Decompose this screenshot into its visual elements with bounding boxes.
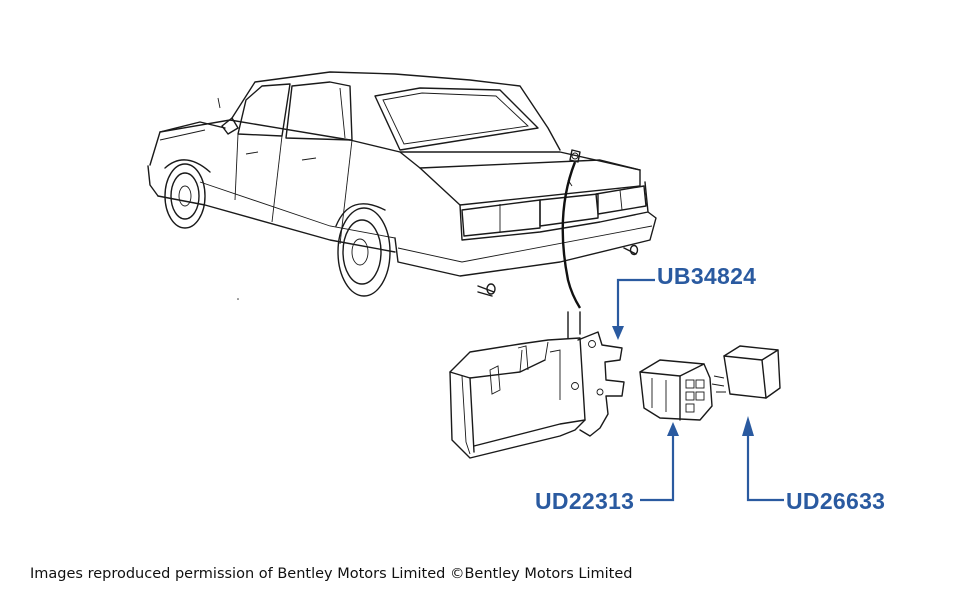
- relay-module-illustration: [449, 311, 625, 459]
- part-number-ub34824: UB34824: [657, 263, 757, 289]
- copyright-credit: Images reproduced permission of Bentley …: [30, 566, 633, 582]
- stray-dot: [237, 298, 239, 300]
- part-number-ud22313: UD22313: [535, 488, 635, 514]
- relay-illustration: [711, 345, 781, 399]
- relay-base-illustration: [639, 359, 713, 421]
- callout-ud26633: [742, 416, 784, 502]
- car-illustration: [147, 71, 657, 309]
- callout-ud22313: [640, 422, 679, 502]
- callout-ub34824: [612, 278, 655, 340]
- part-number-ud26633: UD26633: [786, 488, 886, 514]
